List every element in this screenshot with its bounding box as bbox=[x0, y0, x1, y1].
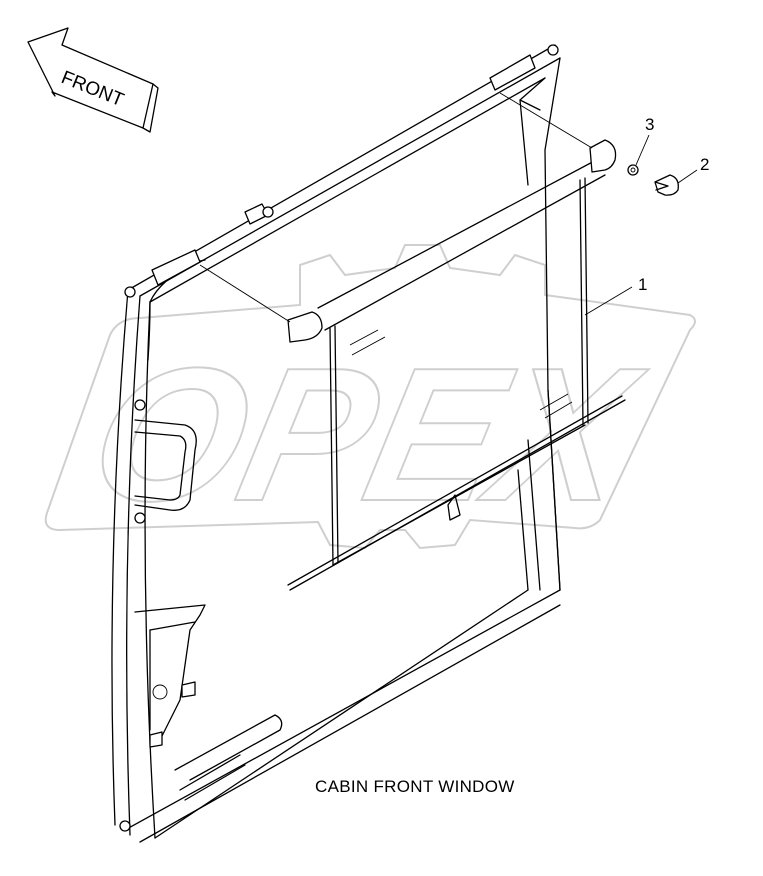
callout-2: 2 bbox=[677, 155, 709, 184]
watermark: OPEX bbox=[44, 244, 696, 550]
callout-1: 1 bbox=[584, 275, 647, 316]
cabin-frame bbox=[111, 44, 561, 843]
diagram-caption: CABIN FRONT WINDOW bbox=[315, 777, 515, 796]
callout-3: 3 bbox=[635, 115, 654, 166]
callout-label-3: 3 bbox=[645, 115, 654, 134]
watermark-gear-outline bbox=[44, 244, 696, 550]
bolt bbox=[654, 174, 679, 196]
callout-label-1: 1 bbox=[638, 275, 647, 294]
callout-label-2: 2 bbox=[700, 155, 709, 174]
sunshade-assembly bbox=[199, 92, 626, 591]
watermark-text: OPEX bbox=[75, 328, 658, 541]
front-direction-arrow: FRONT bbox=[27, 27, 159, 133]
front-arrow-shape bbox=[27, 27, 154, 129]
washer bbox=[627, 164, 639, 176]
